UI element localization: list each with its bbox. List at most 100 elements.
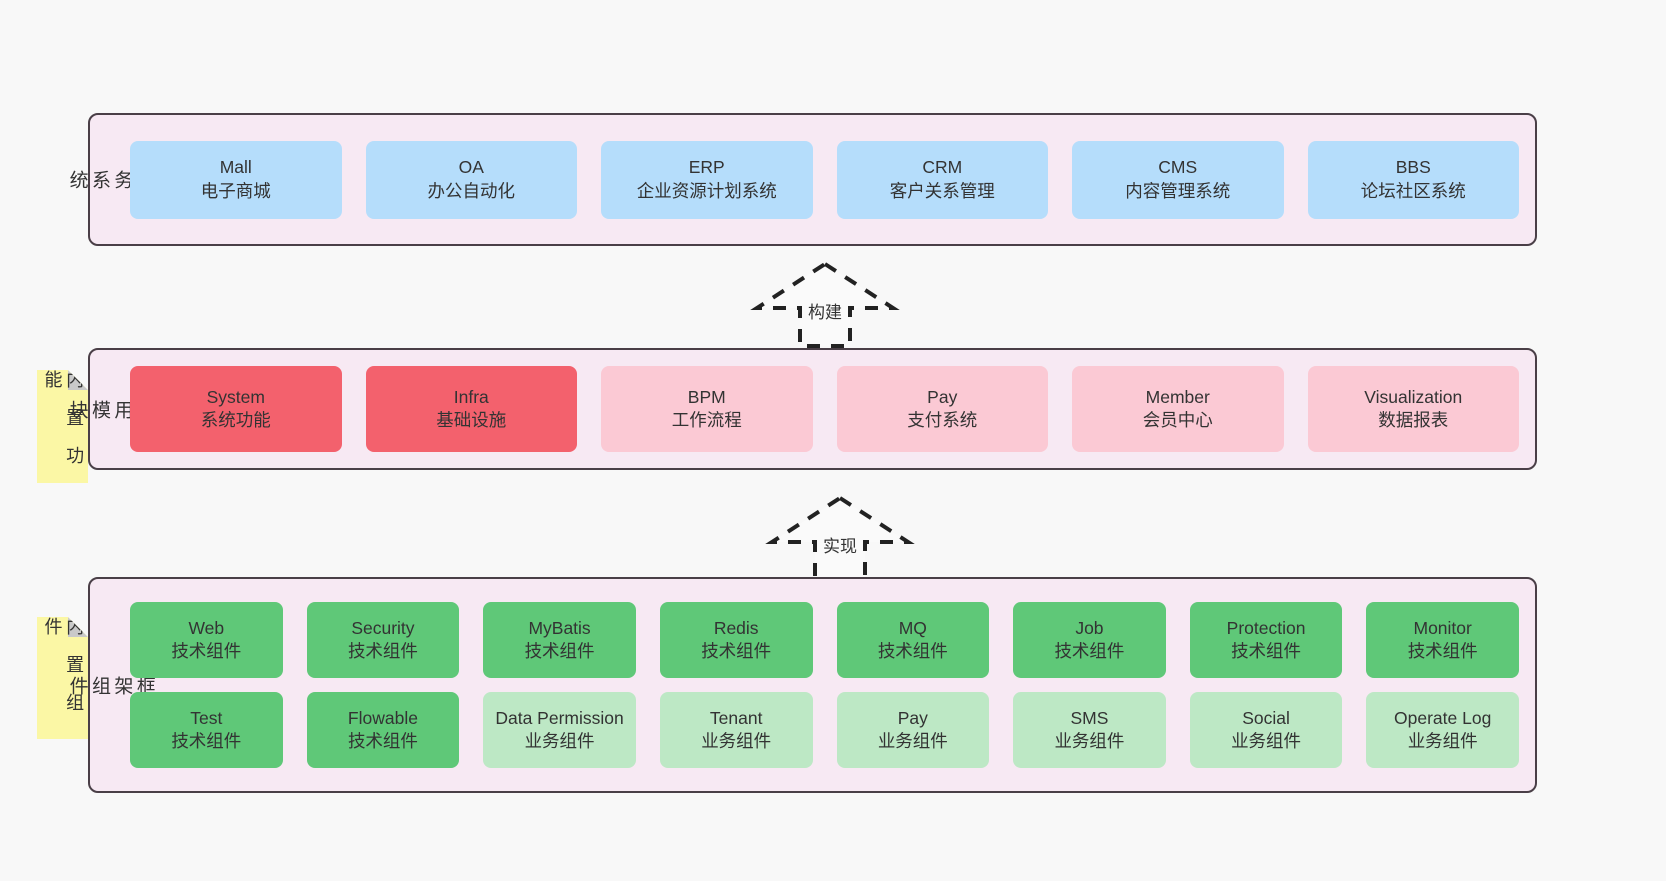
layer-title-framework-component: 框 架 组 件 [67,675,155,695]
box-title: MyBatis [528,617,591,638]
box-subtitle: 业务组件 [877,731,948,751]
layer-title-common-module: 通 用 模 块 [67,399,155,419]
box-title: Tenant [709,707,763,728]
box-title: Social [1242,707,1290,728]
sticky-note-label: 内 置 功 能 [42,370,85,464]
box-subtitle: 系统功能 [200,410,271,430]
box-subtitle: 技术组件 [877,641,948,661]
box-row: Test 技术组件 Flowable 技术组件 Data Permission … [130,692,1519,768]
layer-body-business-system: Mall 电子商城 OA 办公自动化 ERP 企业资源计划系统 CRM 客户关系… [130,115,1535,244]
box-subtitle: 基础设施 [436,410,507,430]
box-subtitle: 电子商城 [200,180,271,201]
box-pay[interactable]: Pay 支付系统 [836,366,1048,452]
box-title: BPM [687,386,726,407]
box-subtitle: 技术组件 [171,731,242,751]
box-operate-log[interactable]: Operate Log 业务组件 [1366,692,1519,768]
box-bbs[interactable]: BBS 论坛社区系统 [1307,140,1519,219]
box-security[interactable]: Security 技术组件 [306,602,460,678]
box-subtitle: 内容管理系统 [1125,180,1231,201]
box-title: Infra [453,386,489,407]
box-sms[interactable]: SMS 业务组件 [1013,692,1166,768]
box-title: Test [190,707,223,728]
box-title: CRM [922,157,963,178]
box-subtitle: 技术组件 [1231,641,1302,661]
box-title: CMS [1158,157,1198,178]
box-tenant[interactable]: Tenant 业务组件 [659,692,813,768]
box-oa[interactable]: OA 办公自动化 [365,140,577,219]
box-erp[interactable]: ERP 企业资源计划系统 [601,140,813,219]
box-subtitle: 技术组件 [347,731,418,751]
dashed-hollow-arrow-up-icon [750,261,900,348]
box-visualization[interactable]: Visualization 数据报表 [1307,366,1519,452]
box-test[interactable]: Test 技术组件 [130,692,283,768]
box-crm[interactable]: CRM 客户关系管理 [836,140,1048,219]
sticky-note-builtin-function: 内 置 功 能 [37,370,88,483]
box-job[interactable]: Job 技术组件 [1013,602,1166,678]
box-title: Member [1145,386,1210,407]
box-title: Web [188,617,225,638]
box-title: ERP [688,157,725,178]
box-protection[interactable]: Protection 技术组件 [1189,602,1343,678]
box-row: Mall 电子商城 OA 办公自动化 ERP 企业资源计划系统 CRM 客户关系… [130,140,1519,219]
layer-framework-component: 框 架 组 件 Web 技术组件 Security 技术组件 MyBatis 技… [67,577,1537,793]
box-member[interactable]: Member 会员中心 [1072,366,1284,452]
box-subtitle: 企业资源计划系统 [636,180,777,201]
box-subtitle: 论坛社区系统 [1360,180,1466,201]
box-title: BBS [1395,157,1431,178]
box-cms[interactable]: CMS 内容管理系统 [1072,140,1284,219]
box-subtitle: 业务组件 [1407,731,1478,751]
box-title: Operate Log [1394,707,1492,728]
box-subtitle: 支付系统 [907,410,978,430]
box-title: Redis [713,617,759,638]
box-title: Data Permission [495,707,624,728]
box-row: System 系统功能 Infra 基础设施 BPM 工作流程 Pay 支付系统… [130,366,1519,452]
box-title: Visualization [1364,386,1463,407]
box-bpm[interactable]: BPM 工作流程 [601,366,813,452]
box-subtitle: 业务组件 [524,731,595,751]
box-subtitle: 技术组件 [524,641,595,661]
connector-implement: 实现 [760,492,920,584]
box-row: Web 技术组件 Security 技术组件 MyBatis 技术组件 Redi… [130,602,1519,678]
box-flowable[interactable]: Flowable 技术组件 [306,692,460,768]
dashed-hollow-arrow-up-icon [765,495,915,582]
box-subtitle: 客户关系管理 [889,180,995,201]
connector-build: 构建 [745,258,905,350]
box-pay-component[interactable]: Pay 业务组件 [836,692,990,768]
box-system[interactable]: System 系统功能 [130,366,342,452]
box-redis[interactable]: Redis 技术组件 [659,602,813,678]
box-subtitle: 业务组件 [701,731,772,751]
box-mybatis[interactable]: MyBatis 技术组件 [483,602,636,678]
box-subtitle: 技术组件 [701,641,772,661]
box-title: Pay [897,707,928,728]
box-data-permission[interactable]: Data Permission 业务组件 [483,692,636,768]
box-title: SMS [1070,707,1109,728]
sticky-note-builtin-component: 内 置 组 件 [37,617,88,739]
sticky-note-label: 内 置 组 件 [42,617,85,711]
box-subtitle: 数据报表 [1378,410,1449,430]
layer-title-business-system: 业 务 系 统 [66,170,155,189]
box-monitor[interactable]: Monitor 技术组件 [1366,602,1519,678]
box-infra[interactable]: Infra 基础设施 [365,366,577,452]
box-subtitle: 办公自动化 [427,180,516,201]
box-mall[interactable]: Mall 电子商城 [130,140,342,219]
box-mq[interactable]: MQ 技术组件 [836,602,990,678]
box-title: System [206,386,265,407]
layer-business-system: 业 务 系 统 Mall 电子商城 OA 办公自动化 ERP 企业资源计划系统 … [66,113,1537,246]
box-web[interactable]: Web 技术组件 [130,602,283,678]
box-title: Pay [927,386,958,407]
box-title: Monitor [1413,617,1472,638]
box-subtitle: 业务组件 [1054,731,1125,751]
box-subtitle: 技术组件 [1407,641,1478,661]
box-title: Job [1075,617,1104,638]
box-title: Flowable [347,707,418,728]
box-subtitle: 业务组件 [1231,731,1302,751]
box-title: Protection [1226,617,1306,638]
box-social[interactable]: Social 业务组件 [1189,692,1343,768]
box-subtitle: 技术组件 [171,641,242,661]
layer-body-common-module: System 系统功能 Infra 基础设施 BPM 工作流程 Pay 支付系统… [130,350,1535,468]
layer-body-framework-component: Web 技术组件 Security 技术组件 MyBatis 技术组件 Redi… [130,579,1535,791]
box-subtitle: 会员中心 [1142,410,1213,430]
box-title: MQ [898,617,927,638]
box-title: Mall [219,157,252,178]
